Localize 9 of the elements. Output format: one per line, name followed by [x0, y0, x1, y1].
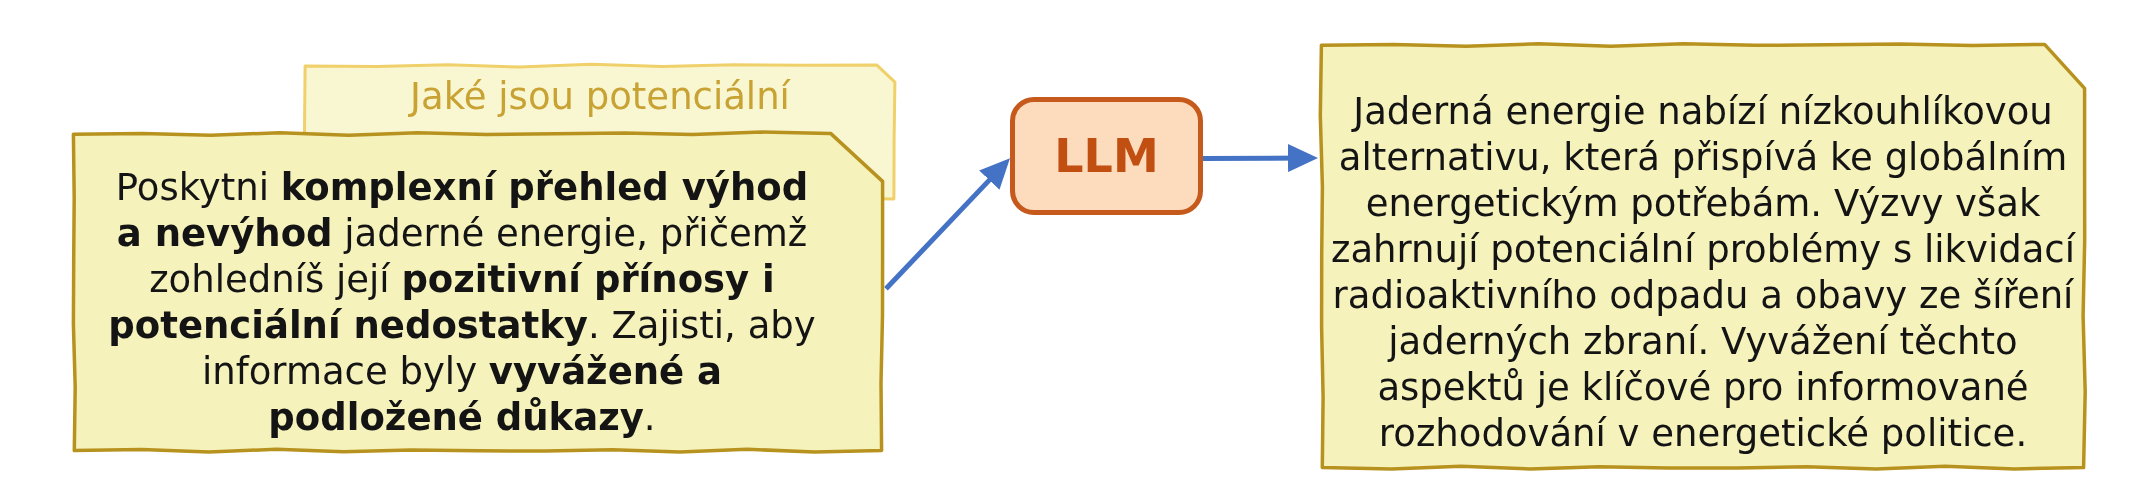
note-text: Poskytni komplexní přehled výhod a nevýhod jaderné energie, přičemž zohledníš její pozitivní přínosy i potenciální nedostatky. Zajisti, aby informace byly vyvážené a podložené důkazy.: [107, 165, 817, 441]
sticky-note: [70, 130, 886, 454]
arrow: [884, 158, 1010, 291]
note-text: Jaderná energie nabízí nízkouhlíkovou alternativu, která přispívá ke globálním energetickým potřebám. Výzvy však zahrnují potenciální problémy s likvidací radioaktivního odpadu a obavy ze šíření jaderných zbraní. Vyvážení těchto aspektů je klíčové pro informované rozhodování v energetické politice.: [1330, 89, 2077, 457]
node-label: LLM: [1054, 130, 1159, 182]
process-box: [1010, 97, 1203, 215]
note-text: Jaké jsou potenciální: [407, 74, 792, 120]
sticky-note: [1318, 41, 2088, 471]
arrow: [1203, 144, 1318, 173]
